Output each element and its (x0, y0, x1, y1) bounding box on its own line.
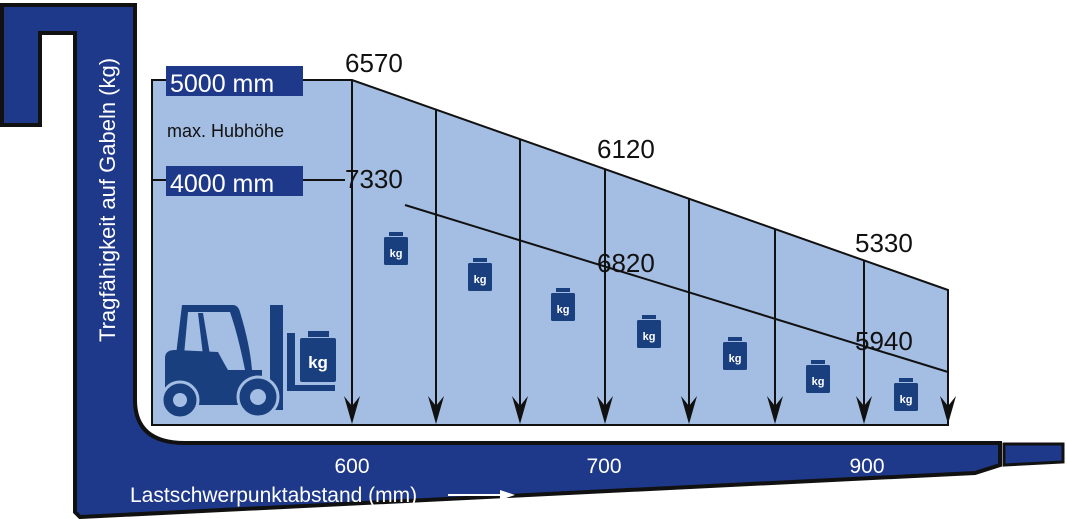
down-arrow-icon (767, 229, 783, 424)
weights: kg kg kg kg kg kg kg (384, 232, 918, 411)
height-4000-badge (166, 166, 303, 196)
down-arrow-icon (681, 198, 697, 424)
x-tick-900: 900 (849, 455, 884, 478)
capacity-4000-900: 5940 (855, 326, 913, 356)
down-arrow-icon (597, 169, 613, 424)
svg-text:kg: kg (643, 331, 656, 343)
svg-text:kg: kg (812, 376, 825, 388)
svg-text:kg: kg (390, 248, 403, 260)
weight-icon: kg (894, 378, 918, 411)
capacity-5000-900: 5330 (855, 228, 913, 258)
x-tick-600: 600 (334, 455, 369, 478)
height-5000-label: 5000 mm (170, 70, 274, 98)
forklift-icon (160, 305, 335, 420)
weight-icon: kg (384, 232, 408, 265)
weight-icon: kg (806, 360, 830, 393)
weight-icon: kg (637, 315, 661, 348)
fork-tip (1002, 442, 1065, 467)
down-arrow-icon (512, 139, 528, 424)
capacity-4000-600: 7330 (345, 164, 403, 194)
load-arrows (344, 80, 956, 424)
down-arrow-icon (856, 260, 872, 424)
svg-text:kg: kg (474, 274, 487, 286)
max-lift-label: max. Hubhöhe (167, 121, 284, 141)
arrow-right-icon (448, 490, 515, 500)
down-arrow-icon (940, 290, 956, 424)
x-tick-700: 700 (586, 455, 621, 478)
weight-icon: kg (723, 337, 747, 370)
curve-4000 (404, 204, 949, 373)
height-4000-label: 4000 mm (170, 170, 274, 198)
y-axis-title: Tragfähigkeit auf Gabeln (kg) (95, 58, 120, 342)
forklift-weight-icon: kg (300, 331, 336, 382)
svg-text:kg: kg (308, 353, 328, 372)
x-axis-title: Lastschwerpunktabstand (mm) (130, 484, 417, 507)
svg-text:kg: kg (900, 394, 913, 406)
weight-icon: kg (468, 258, 492, 291)
svg-text:kg: kg (557, 304, 570, 316)
down-arrow-icon (344, 80, 360, 424)
weight-icon: kg (551, 288, 575, 321)
fork-shape (0, 3, 1002, 519)
capacity-5000-600: 6570 (345, 48, 403, 78)
down-arrow-icon (428, 109, 444, 424)
height-5000-badge (166, 66, 303, 96)
svg-text:kg: kg (729, 353, 742, 365)
capacity-5000-700: 6120 (597, 134, 655, 164)
capacity-4000-700: 6820 (597, 248, 655, 278)
